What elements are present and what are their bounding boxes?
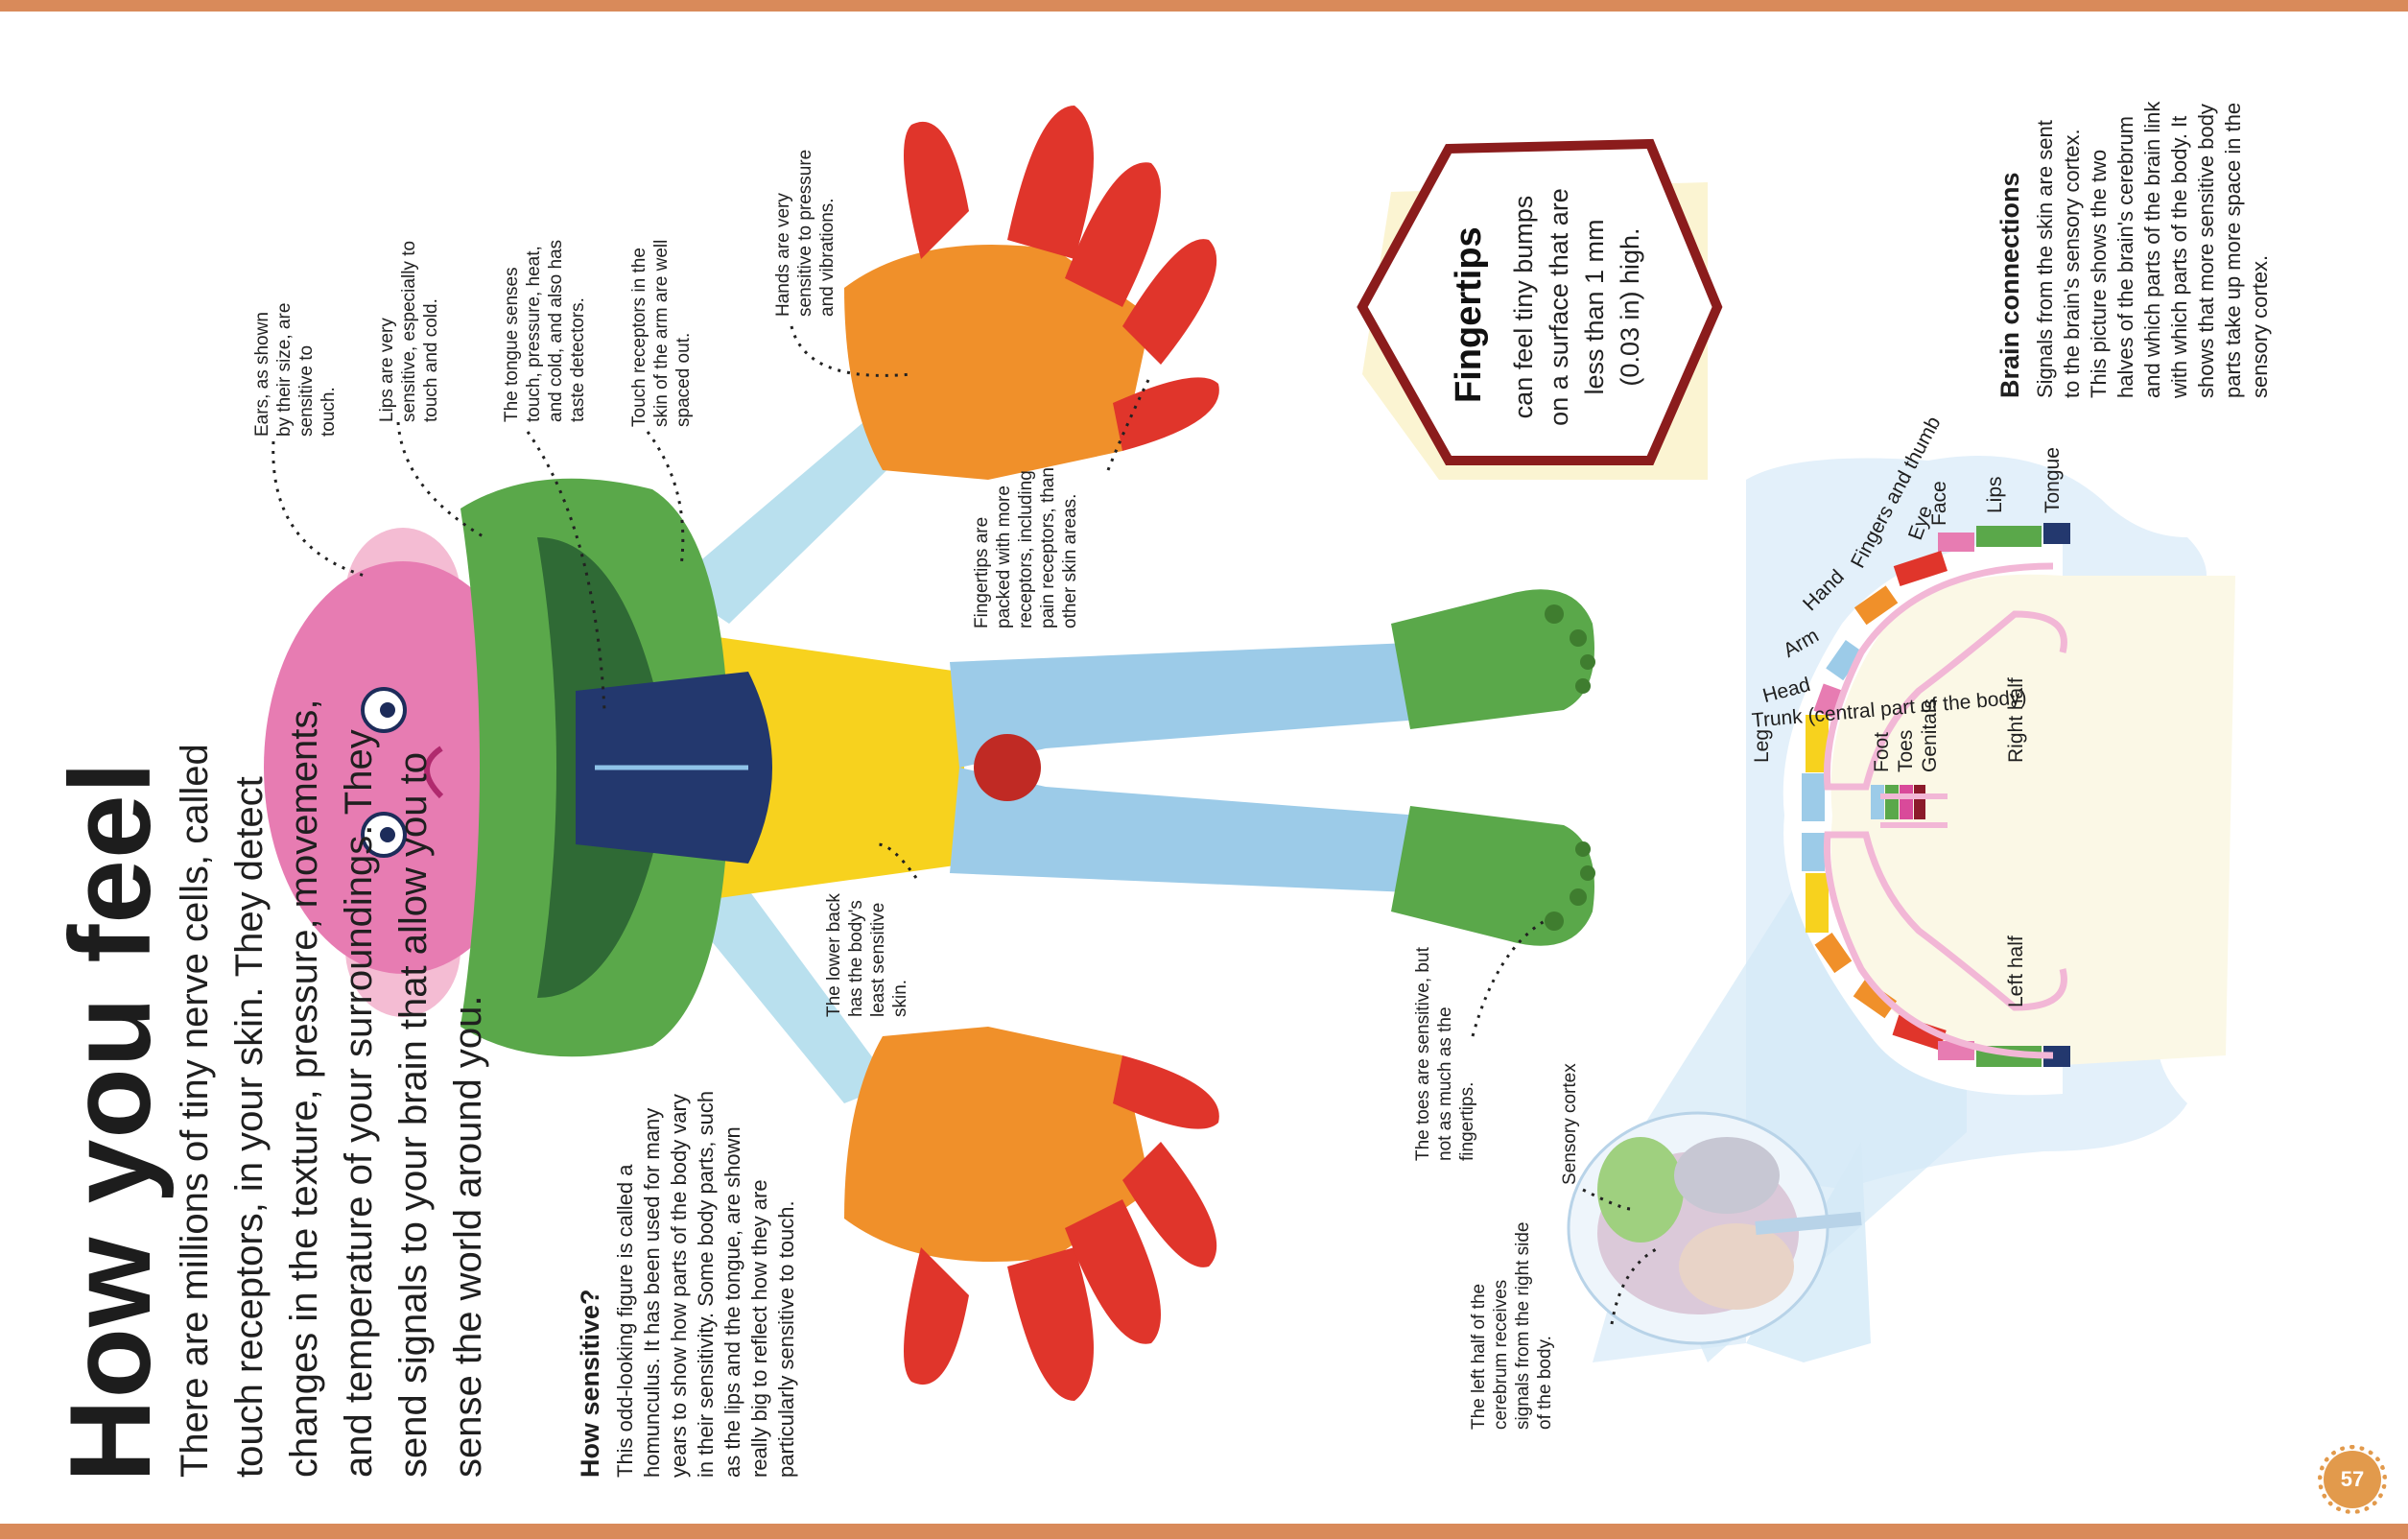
fact-heading: Fingertips [1449, 226, 1489, 403]
brain-connections-heading: Brain connections [1995, 172, 2024, 398]
how-sensitive-body: This odd-looking figure is called a homu… [613, 1090, 798, 1478]
brain-label-leg: Leg [1751, 728, 1773, 763]
leader-lines [271, 325, 1661, 1325]
annotation-tongue: The tongue senses touch, pressure, heat,… [502, 239, 588, 422]
brain-label-left-half: Left half [2005, 935, 2027, 1007]
brain-label-right-half: Right half [2005, 677, 2027, 763]
page-border-bottom [0, 1524, 2408, 1539]
annotation-fingertips: Fingertips are packed with more receptor… [972, 467, 1080, 628]
brain-cross-section [1782, 523, 2235, 1096]
fact-hexagon [1357, 138, 1723, 480]
page-number: 57 [2340, 1467, 2365, 1491]
brain-label-foot: Foot [1871, 731, 1893, 772]
intro-paragraph: There are millions of tiny nerve cells, … [174, 698, 489, 1478]
brain-label-lips: Lips [1984, 476, 2006, 513]
how-sensitive-heading: How sensitive? [576, 1289, 604, 1478]
label-sensory-cortex: Sensory cortex [1560, 1063, 1580, 1185]
annotation-hands: Hands are very sensitive to pressure and… [773, 149, 838, 317]
fact-body: can feel tiny bumps on a surface that ar… [1509, 188, 1644, 426]
annotation-lower-back: The lower back has the body's least sens… [824, 893, 910, 1017]
brain-connections-body: Signals from the skin are sent to the br… [2033, 101, 2272, 398]
page-border-top [0, 0, 2408, 12]
annotation-left-cerebrum: The left half of the cerebrum receives s… [1469, 1221, 1555, 1431]
brain-side-view [1567, 1111, 1862, 1345]
brain-label-tongue: Tongue [2042, 447, 2064, 513]
annotation-ears: Ears, as shown by their size, are sensit… [252, 302, 339, 437]
annotation-lips: Lips are very sensitive, especially to t… [377, 240, 441, 422]
page-title: How you feel [46, 760, 175, 1482]
homunculus [264, 106, 1595, 1401]
page-number-badge: 57 [2318, 1445, 2387, 1514]
annotation-toes: The toes are sensitive, but not as much … [1413, 947, 1477, 1161]
annotation-arm: Touch receptors in the skin of the arm a… [629, 239, 694, 427]
brain-label-genitals: Genitals [1919, 698, 1941, 772]
brain-label-toes: Toes [1895, 729, 1917, 772]
